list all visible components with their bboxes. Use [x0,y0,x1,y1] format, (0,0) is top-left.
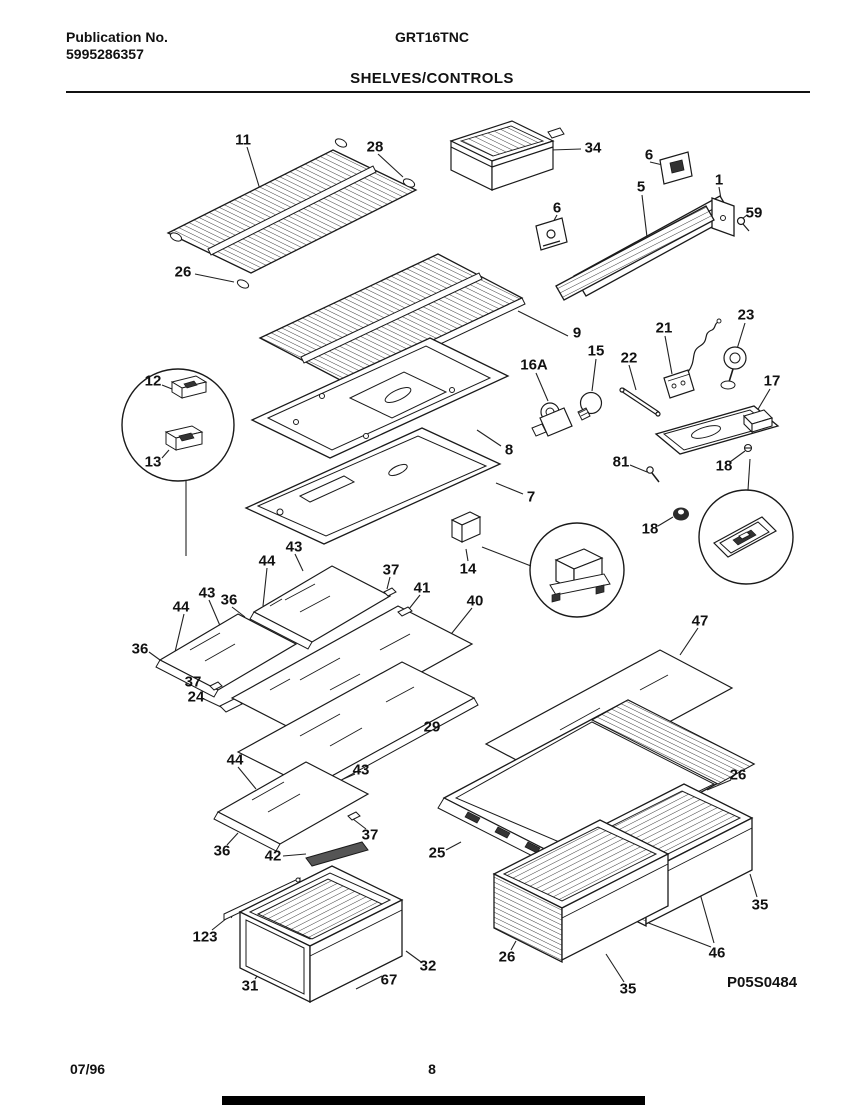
damper-16A [531,402,573,437]
bin-tab [547,127,565,139]
glass-clip-41 [397,606,413,617]
rod-22 [619,387,661,417]
wire-shelf-11 [166,138,418,289]
publication-label: Publication No. [66,29,168,45]
publication-number: 5995286357 [66,45,144,62]
clip-13 [164,425,204,451]
screw-81 [646,466,660,483]
rail-42 [305,841,369,867]
shelf-clip [334,138,348,148]
screw-18 [743,443,753,453]
screw-59 [736,216,750,232]
glass-trim [249,611,313,650]
shelf-frame-8 [250,337,510,459]
glass-clip [209,681,223,691]
shelf-clip [236,279,250,289]
control-housing-17 [654,405,780,455]
glass-cover-bottom-left [213,761,370,852]
support-bracket-24 [219,697,243,713]
glass-clip [347,811,361,821]
diagram-code: P05S0484 [727,974,798,991]
ice-bin-34 [449,120,565,191]
shelf-clip [169,232,183,242]
model-number: GRT16TNC [395,29,469,45]
glass-clip [383,587,397,597]
footer-page-number: 8 [428,1061,436,1077]
publication-block: Publication No. 5995286357 [66,29,168,63]
glass-cover-upper [249,565,397,650]
glass-shelf-40 [230,605,474,737]
glass-cover-lower-left [155,613,298,713]
clip-12 [170,375,208,399]
drawer-31 [238,865,404,1004]
detail-circle-clips [121,368,235,482]
footer-date: 07/96 [70,1061,106,1077]
control-cover-7 [244,427,502,545]
rail-5 [555,205,715,301]
bracket-6-right [659,151,693,185]
glass-shelf-29 [236,661,479,796]
evaporator-hatch-26 [590,699,756,785]
glass-trim [213,811,281,852]
glass-trim [155,659,219,698]
shelf-clip [402,178,416,188]
drawer-front-35 [492,819,670,964]
light-bulb-15 [577,391,603,421]
bracket-6-center [535,217,568,251]
bottom-scan-bar [222,1096,645,1105]
thermostat-23 [720,346,747,390]
detail-circle-control [698,489,794,585]
header-rule [66,91,810,93]
leader-lines [148,146,771,990]
switch-14 [450,511,482,543]
grommet-18 [673,507,689,521]
detail-circle-damper [529,522,625,618]
thermostat-21 [663,318,722,399]
section-title: SHELVES/CONTROLS [350,70,514,87]
